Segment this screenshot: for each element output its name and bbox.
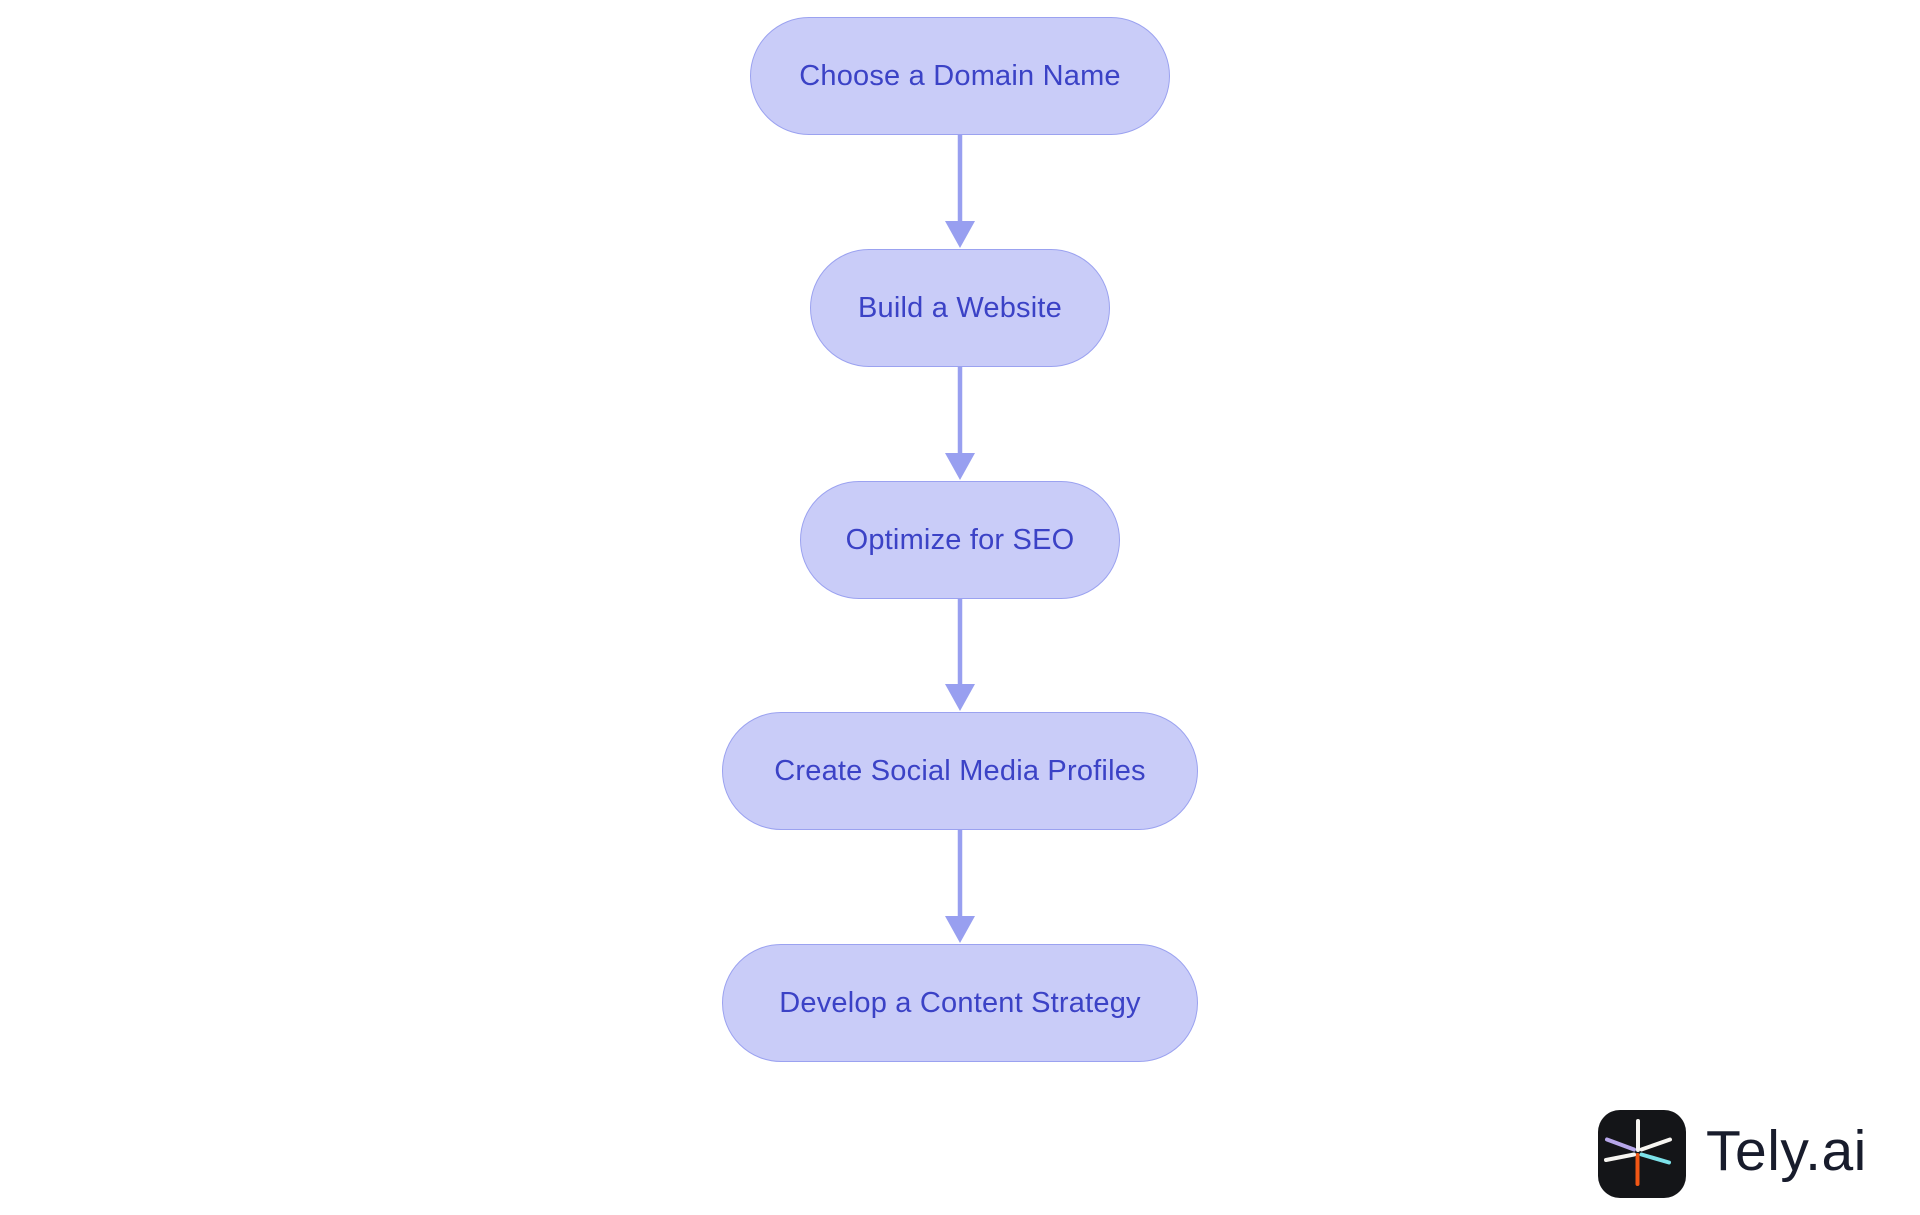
- arrow-down-icon: [945, 830, 975, 943]
- flow-node-content-strategy: Develop a Content Strategy: [722, 944, 1198, 1062]
- arrow-connector-4: [940, 830, 980, 944]
- tely-asterisk-icon: [1598, 1110, 1686, 1198]
- arrow-down-icon: [945, 599, 975, 711]
- arrow-down-icon: [945, 367, 975, 480]
- flow-node-label: Build a Website: [858, 291, 1062, 324]
- arrow-connector-1: [940, 135, 980, 249]
- flow-node-label: Develop a Content Strategy: [779, 986, 1141, 1019]
- arrow-connector-2: [940, 367, 980, 481]
- flow-node-optimize-seo: Optimize for SEO: [800, 481, 1120, 599]
- flow-node-choose-domain: Choose a Domain Name: [750, 17, 1170, 135]
- flow-node-label: Choose a Domain Name: [799, 59, 1121, 92]
- arrow-connector-3: [940, 599, 980, 712]
- arrow-down-icon: [945, 135, 975, 248]
- flow-node-build-website: Build a Website: [810, 249, 1110, 367]
- flow-node-label: Optimize for SEO: [845, 523, 1075, 556]
- brand-wordmark: Tely.ai: [1706, 1118, 1867, 1183]
- brand-logo: Tely.ai: [1598, 1110, 1867, 1198]
- flow-node-social-profiles: Create Social Media Profiles: [722, 712, 1198, 830]
- flow-node-label: Create Social Media Profiles: [774, 754, 1146, 787]
